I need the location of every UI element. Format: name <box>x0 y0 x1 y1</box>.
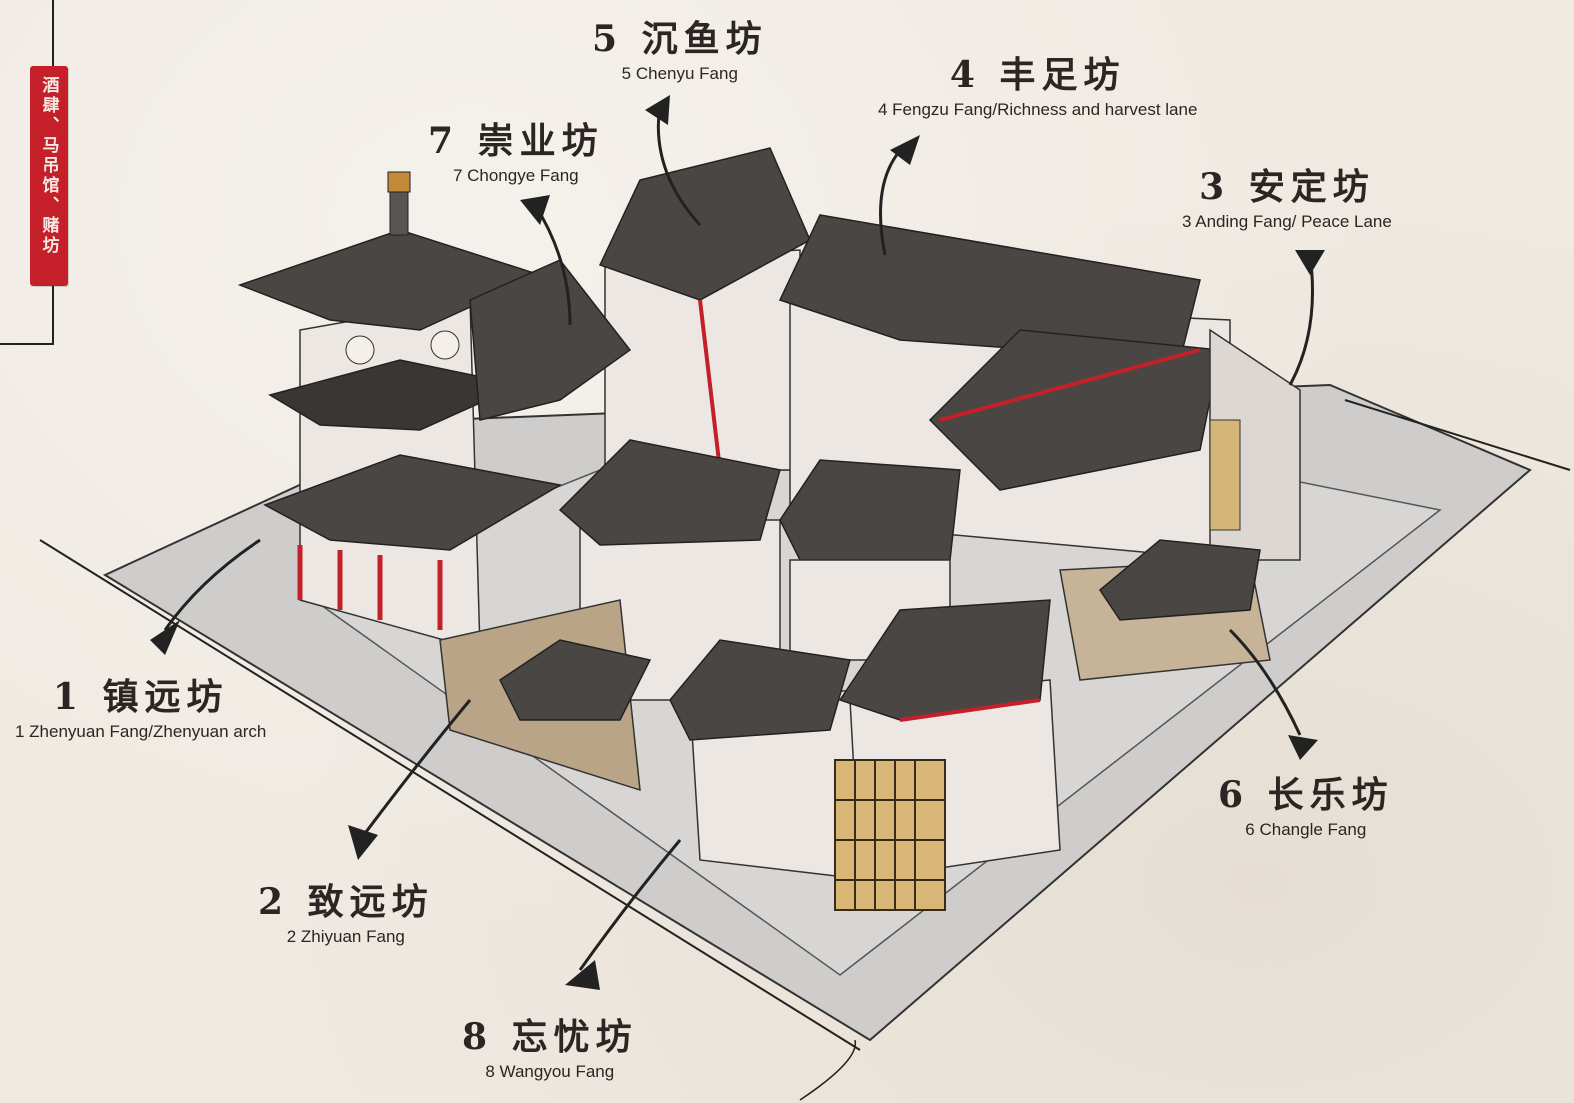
label-wangyou-en: 8 Wangyou Fang <box>485 1062 615 1081</box>
label-chenyu-zh: 5 沉鱼坊 <box>592 18 768 60</box>
side-banner: 酒肆、马吊馆、赌坊 <box>30 66 68 286</box>
label-zhiyuan-en: 2 Zhiyuan Fang <box>286 927 405 946</box>
front-right-roof <box>838 599 1051 721</box>
label-fengzu-en: 4 Fengzu Fang/Richness and harvest lane <box>878 100 1198 119</box>
lower-left-roof <box>499 639 652 721</box>
label-fengzu-zh: 4 丰足坊 <box>949 54 1126 96</box>
arrow-5 <box>656 104 702 227</box>
arrow-1 <box>163 538 261 631</box>
pagoda-roof-mid <box>268 359 523 431</box>
label-chongye-en: 7 Chongye Fang <box>452 166 579 185</box>
label-zhenyuan: 1 镇远坊 1 Zhenyuan Fang/Zhenyuan arch <box>15 668 266 742</box>
frame-line-bottom <box>0 343 54 345</box>
front-roof <box>669 639 851 741</box>
label-changle-zh: 6 长乐坊 <box>1218 774 1394 816</box>
scaffold <box>834 759 946 911</box>
arrow-8 <box>578 839 682 971</box>
mid-left-roof <box>469 259 632 421</box>
label-zhiyuan: 2 致远坊 2 Zhiyuan Fang <box>258 873 434 947</box>
arrow-3 <box>1288 254 1314 386</box>
label-chenyu: 5 沉鱼坊 5 Chenyu Fang <box>592 10 768 84</box>
side-banner-text: 酒肆、马吊馆、赌坊 <box>38 76 59 256</box>
label-anding: 3 安定坊 3 Anding Fang/ Peace Lane <box>1182 158 1392 232</box>
label-changle: 6 长乐坊 6 Changle Fang <box>1218 766 1394 840</box>
label-fengzu: 4 丰足坊 4 Fengzu Fang/Richness and harvest… <box>878 46 1197 120</box>
label-wangyou: 8 忘忧坊 8 Wangyou Fang <box>462 1008 638 1082</box>
back-roof-center <box>598 147 811 301</box>
label-chongye-zh: 7 崇业坊 <box>428 120 604 162</box>
center-roof <box>558 439 781 546</box>
label-anding-zh: 3 安定坊 <box>1199 166 1375 208</box>
pagoda-roof-low <box>263 454 563 551</box>
label-chenyu-en: 5 Chenyu Fang <box>621 64 738 83</box>
label-wangyou-zh: 8 忘忧坊 <box>462 1016 638 1058</box>
arrow-heads <box>150 95 1325 990</box>
label-zhenyuan-en: 1 Zhenyuan Fang/Zhenyuan arch <box>15 722 267 741</box>
center-right-roof <box>779 459 961 561</box>
label-chongye: 7 崇业坊 7 Chongye Fang <box>428 112 604 186</box>
arrow-2 <box>358 699 472 841</box>
arrow-6 <box>1228 628 1302 736</box>
label-anding-en: 3 Anding Fang/ Peace Lane <box>1182 212 1392 231</box>
right-low-roof <box>1099 539 1261 621</box>
label-changle-en: 6 Changle Fang <box>1245 820 1367 839</box>
label-zhiyuan-zh: 2 致远坊 <box>258 881 434 923</box>
label-zhenyuan-zh: 1 镇远坊 <box>52 676 229 718</box>
